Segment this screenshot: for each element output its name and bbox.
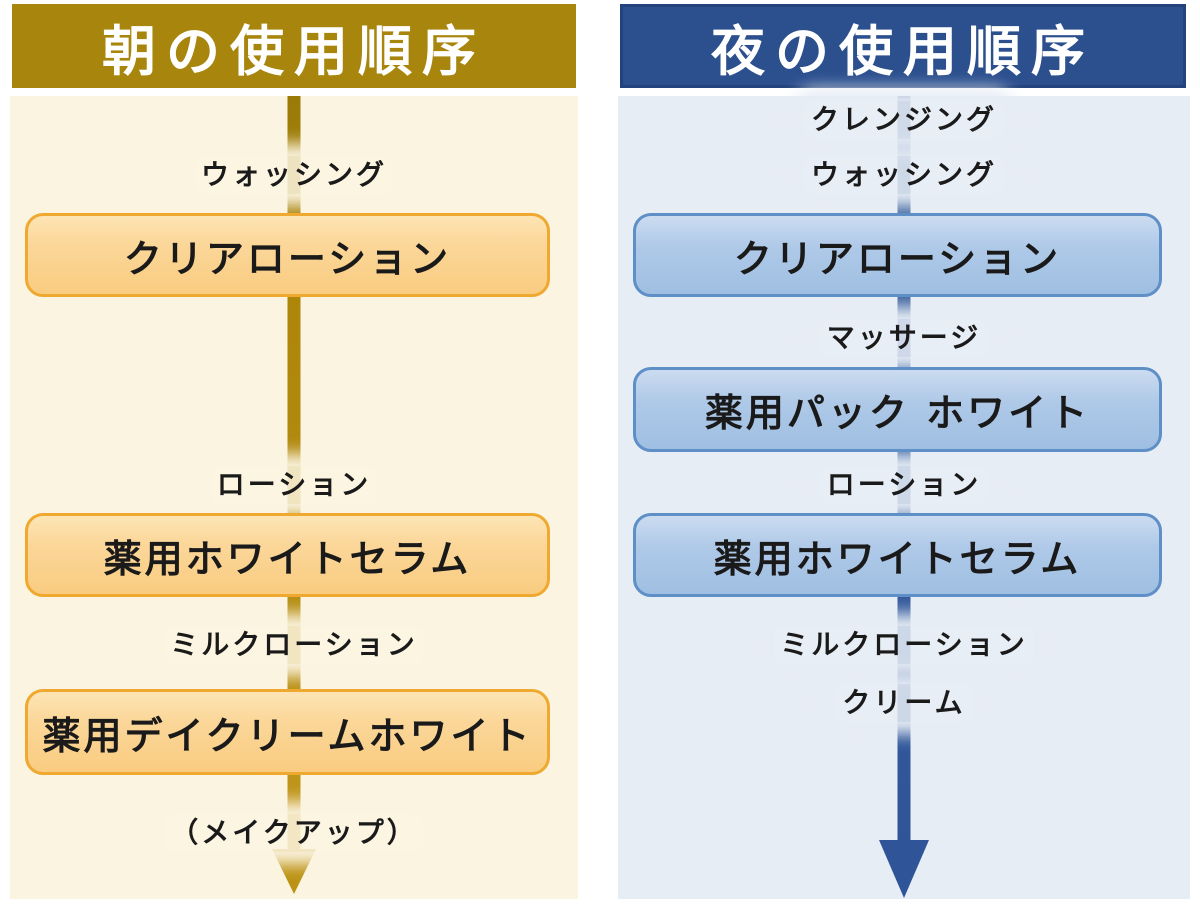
- morning-header: 朝の使用順序: [12, 4, 576, 88]
- night-label-massage: マッサージ: [820, 319, 988, 357]
- night-step-label: マッサージ: [618, 319, 1190, 357]
- morning-product-box: クリアローション: [25, 213, 550, 297]
- night-step-label: クリーム: [618, 684, 1190, 722]
- night-arrow-down-icon: [879, 840, 929, 898]
- morning-step-label: ローション: [10, 466, 578, 504]
- morning-label-makeup: （メイクアップ）: [164, 814, 424, 852]
- night-label-washing: ウォッシング: [804, 156, 1003, 194]
- night-label-milk-lotion: ミルクローション: [774, 626, 1034, 664]
- morning-title: 朝の使用順序: [102, 19, 486, 83]
- morning-column: ウォッシング クリアローション ローション 薬用ホワイトセラム ミルクローション…: [10, 96, 578, 899]
- morning-step-label: ウォッシング: [10, 156, 578, 194]
- night-product-box: 薬用ホワイトセラム: [633, 513, 1162, 597]
- night-product-box: 薬用パック ホワイト: [633, 367, 1162, 452]
- night-step-label: ミルクローション: [618, 626, 1190, 664]
- night-label-lotion: ローション: [820, 466, 988, 504]
- night-label-cleansing: クレンジング: [804, 101, 1003, 139]
- night-step-label: クレンジング: [618, 101, 1190, 139]
- night-label-cream: クリーム: [836, 684, 972, 722]
- night-column: クレンジング ウォッシング クリアローション マッサージ 薬用パック ホワイト …: [618, 96, 1190, 899]
- morning-step-label: ミルクローション: [10, 626, 578, 664]
- morning-arrow-down-icon: [272, 849, 316, 894]
- night-step-label: ローション: [618, 466, 1190, 504]
- morning-product-box: 薬用デイクリームホワイト: [25, 689, 550, 775]
- night-title: 夜の使用順序: [711, 19, 1095, 83]
- morning-label-washing: ウォッシング: [194, 156, 393, 194]
- morning-step-label: （メイクアップ）: [10, 814, 578, 852]
- morning-product-box: 薬用ホワイトセラム: [25, 513, 550, 597]
- night-header: 夜の使用順序: [620, 4, 1186, 88]
- morning-label-lotion: ローション: [210, 466, 378, 504]
- morning-label-milk-lotion: ミルクローション: [164, 626, 424, 664]
- night-product-box: クリアローション: [633, 213, 1162, 297]
- night-step-label: ウォッシング: [618, 156, 1190, 194]
